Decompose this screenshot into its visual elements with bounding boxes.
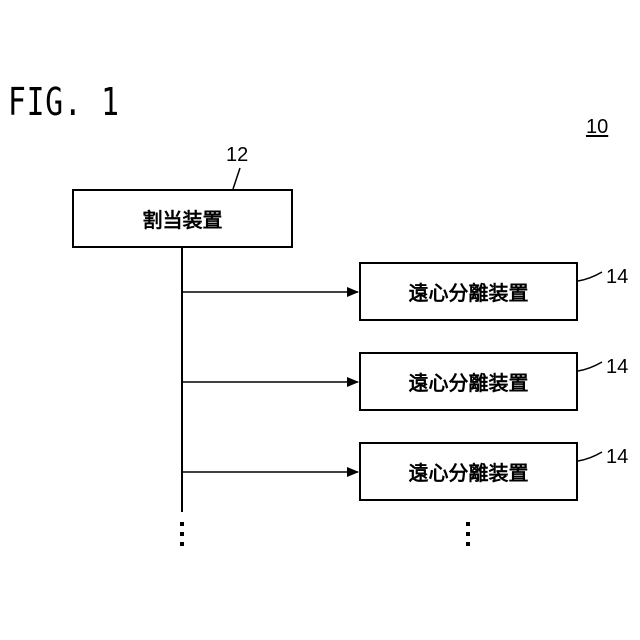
centrifuge-box-1: 遠心分離装置 [359, 262, 578, 321]
centrifuge-box-3: 遠心分離装置 [359, 442, 578, 501]
centrifuge-reference-number-1: 14 [606, 266, 628, 288]
centrifuge-box-2: 遠心分離装置 [359, 352, 578, 411]
allocator-reference-number: 12 [226, 144, 248, 166]
allocation-device-box: 割当装置 [72, 189, 293, 248]
centrifuge-reference-number-3: 14 [606, 446, 628, 468]
continuation-dots-right [466, 522, 474, 552]
leader-line-separator-1 [578, 272, 602, 281]
leader-line-separator-3 [578, 452, 602, 461]
continuation-dots-left [180, 522, 188, 552]
leader-line-separator-2 [578, 362, 602, 371]
centrifuge-reference-number-2: 14 [606, 356, 628, 378]
leader-line-allocator [233, 168, 240, 189]
